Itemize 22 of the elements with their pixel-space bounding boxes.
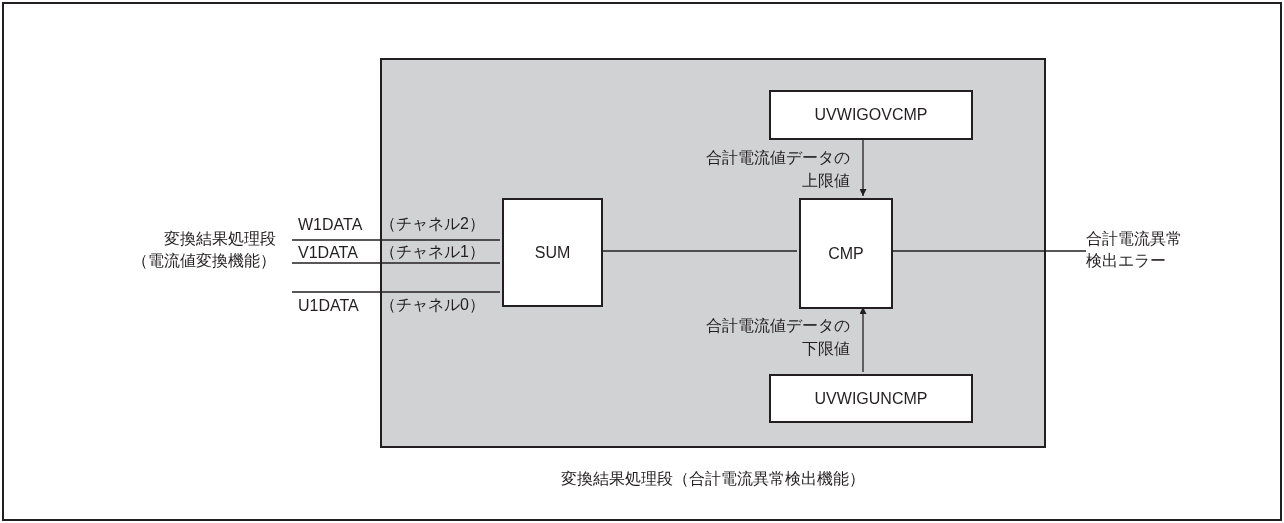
block-caption: 変換結果処理段（合計電流異常検出機能） — [560, 469, 866, 489]
source-label: 変換結果処理段 （電流値変換機能） — [131, 229, 277, 271]
output-label: 合計電流異常検出エラー — [1086, 229, 1183, 271]
signal-name: V1DATA — [298, 243, 358, 263]
register-box: CMP — [799, 198, 893, 309]
register-box: SUM — [502, 198, 603, 307]
edge-label: 合計電流値データの上限値 — [705, 148, 850, 191]
signal-name: U1DATA — [298, 296, 359, 316]
register-box: UVWIGUNCMP — [769, 374, 973, 423]
register-box: UVWIGOVCMP — [769, 90, 973, 140]
arrow — [859, 306, 867, 373]
signal-line — [600, 250, 798, 252]
channel-label: （チャネル2） — [380, 214, 485, 234]
edge-label: 合計電流値データの下限値 — [705, 316, 850, 359]
channel-label: （チャネル0） — [380, 295, 485, 315]
signal-line — [291, 291, 501, 293]
signal-line — [291, 262, 501, 264]
signal-line — [890, 250, 1087, 252]
channel-label: （チャネル1） — [380, 242, 485, 262]
arrow — [859, 137, 867, 197]
signal-line — [291, 239, 501, 241]
signal-name: W1DATA — [298, 215, 363, 235]
